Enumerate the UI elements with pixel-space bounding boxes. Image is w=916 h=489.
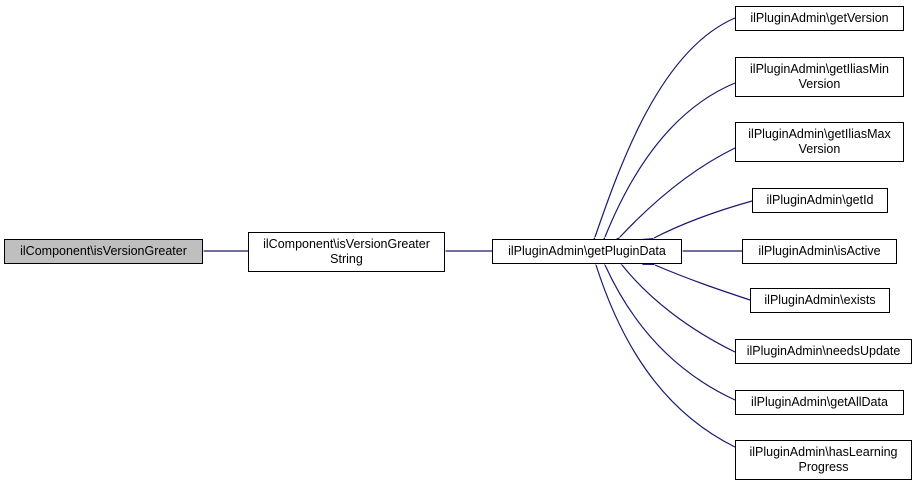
node-label: ilPluginAdmin\isActive — [758, 244, 881, 258]
edge-getversion — [586, 17, 736, 250]
edge-getid — [641, 200, 753, 248]
node-label: ilPluginAdmin\getPluginData — [508, 244, 666, 258]
edge-exists — [642, 255, 751, 301]
edge-iliasmin — [595, 82, 736, 250]
node-getplugindata[interactable]: ilPluginAdmin\getPluginData — [492, 239, 682, 264]
node-needsupdate[interactable]: ilPluginAdmin\needsUpdate — [735, 339, 912, 364]
node-label-line1: ilComponent\isVersionGreater — [263, 237, 430, 251]
node-getversion[interactable]: ilPluginAdmin\getVersion — [735, 6, 904, 31]
node-label: ilPluginAdmin\getAllData — [751, 395, 888, 409]
node-getid[interactable]: ilPluginAdmin\getId — [752, 188, 888, 213]
node-haslearningprogress[interactable]: ilPluginAdmin\hasLearning Progress — [735, 440, 912, 480]
node-exists[interactable]: ilPluginAdmin\exists — [750, 288, 890, 313]
node-label: ilComponent\isVersionGreater — [20, 244, 187, 258]
node-label: ilPluginAdmin\exists — [764, 293, 876, 307]
edge-getalldata — [595, 252, 736, 401]
edge-haslearning — [587, 252, 736, 448]
node-getiliasmaxversion[interactable]: ilPluginAdmin\getIliasMax Version — [735, 122, 904, 162]
node-isversiongreater: ilComponent\isVersionGreater — [4, 239, 203, 264]
node-label-line1: ilPluginAdmin\hasLearning — [749, 445, 898, 459]
node-label-line2: Version — [798, 142, 841, 156]
node-label-line2: Version — [798, 77, 841, 91]
node-getiliasminversion[interactable]: ilPluginAdmin\getIliasMin Version — [735, 57, 904, 97]
node-getalldata[interactable]: ilPluginAdmin\getAllData — [735, 390, 904, 415]
node-label-line1: ilPluginAdmin\getIliasMin — [750, 62, 889, 76]
node-label-line2: Progress — [798, 460, 849, 474]
node-label: ilPluginAdmin\getVersion — [750, 11, 889, 25]
node-label: ilPluginAdmin\getId — [766, 193, 874, 207]
node-isversiongreaterstring[interactable]: ilComponent\isVersionGreater String — [248, 232, 445, 272]
edge-needsupdate — [610, 252, 736, 353]
node-label-line1: ilPluginAdmin\getIliasMax — [748, 127, 891, 141]
edge-iliasmax — [608, 147, 736, 250]
node-label-line2: String — [330, 252, 363, 266]
node-isactive[interactable]: ilPluginAdmin\isActive — [742, 239, 897, 264]
node-label: ilPluginAdmin\needsUpdate — [746, 344, 901, 358]
